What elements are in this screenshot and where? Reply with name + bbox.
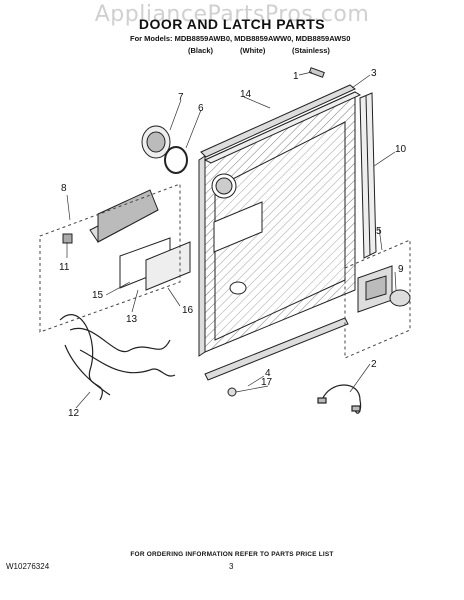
- part-12-harness: [59, 314, 176, 401]
- part-2-cable: [317, 384, 362, 414]
- models-line: For Models: MDB8859AWB0, MDB8859AWW0, MD…: [130, 34, 351, 43]
- group-outline: [39, 183, 411, 359]
- part-5-latch: [357, 265, 393, 313]
- callout-14: 14: [240, 89, 252, 100]
- variant-black: (Black): [188, 46, 214, 55]
- ordering-footer: FOR ORDERING INFORMATION REFER TO PARTS …: [130, 551, 334, 558]
- part-6-gasket: [164, 146, 188, 174]
- part-9-handle: [389, 289, 411, 307]
- watermark: AppliancePartsPros.com: [94, 2, 370, 27]
- callout-labels: 1 2 3 4 5 6 7 8 9 10 11 12 13 14 15 16 1…: [59, 68, 407, 419]
- callout-7: 7: [178, 92, 184, 103]
- part-14-top-trim: [200, 84, 356, 158]
- callout-5: 5: [376, 226, 382, 237]
- leader-lines: [66, 71, 397, 409]
- page-number: 3: [229, 562, 234, 571]
- callout-9: 9: [398, 264, 404, 275]
- part-10-side-trim: [359, 92, 377, 259]
- callout-2: 2: [371, 359, 377, 370]
- part-17-clip: [227, 387, 237, 397]
- callout-6: 6: [198, 103, 204, 114]
- callout-8: 8: [61, 183, 67, 194]
- variant-stainless: (Stainless): [292, 46, 330, 55]
- callout-15: 15: [92, 290, 104, 301]
- callout-17: 17: [261, 377, 273, 388]
- page-title: DOOR AND LATCH PARTS: [138, 16, 326, 32]
- callout-13: 13: [126, 314, 138, 325]
- part-1-screw: [308, 67, 325, 78]
- document-number: W10276324: [6, 562, 50, 571]
- part-4-bottom-trim: [204, 317, 349, 381]
- door-panel: [198, 91, 362, 357]
- variant-white: (White): [240, 46, 266, 55]
- callout-1: 1: [293, 71, 299, 82]
- callout-12: 12: [68, 408, 80, 419]
- callout-11: 11: [59, 262, 70, 273]
- part-11-knob: [62, 233, 73, 244]
- callout-10: 10: [395, 144, 407, 155]
- part-16-panel: [145, 241, 191, 291]
- part-7-vent: [141, 125, 171, 159]
- part-8-dispenser: [89, 189, 159, 243]
- callout-3: 3: [371, 68, 377, 79]
- callout-16: 16: [182, 305, 194, 316]
- callout-4: 4: [265, 368, 271, 379]
